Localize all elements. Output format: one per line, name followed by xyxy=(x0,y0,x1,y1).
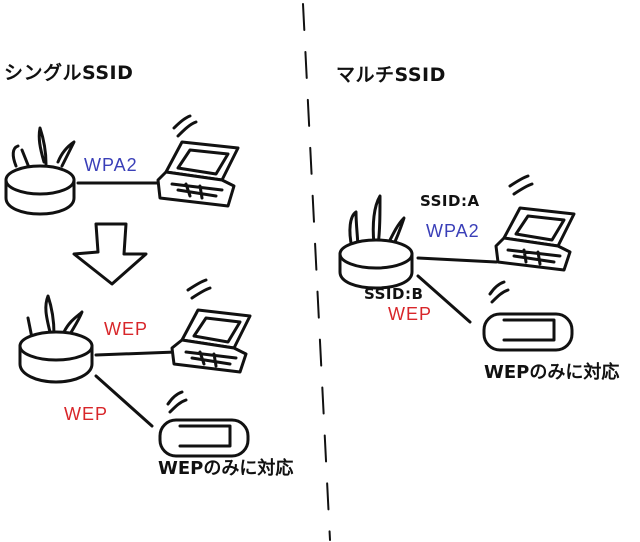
handheld-game-icon xyxy=(484,282,572,350)
router-icon xyxy=(20,296,92,382)
game-device-note: WEPのみに対応 xyxy=(484,364,619,382)
game-device-note: WEPのみに対応 xyxy=(158,460,293,478)
wep-link-label: WEP xyxy=(64,405,108,423)
down-arrow-icon xyxy=(74,224,146,284)
laptop-icon xyxy=(496,176,574,270)
router-icon xyxy=(340,196,412,288)
wep-link-label: WEP xyxy=(388,305,432,323)
laptop-icon xyxy=(158,116,238,206)
panel-divider xyxy=(303,4,330,540)
wpa2-link-label: WPA2 xyxy=(426,222,480,240)
link-line xyxy=(96,352,176,355)
laptop-icon xyxy=(172,280,250,372)
ssid-a-label: SSID:A xyxy=(420,194,480,209)
left-panel-heading: シングルSSID xyxy=(4,64,133,83)
router-icon xyxy=(6,128,74,214)
right-panel-heading: マルチSSID xyxy=(336,66,446,85)
ssid-b-label: SSID:B xyxy=(364,287,423,302)
link-line xyxy=(418,258,496,262)
wpa2-link-label: WPA2 xyxy=(84,156,138,174)
wep-link-label: WEP xyxy=(104,320,148,338)
handheld-game-icon xyxy=(160,392,248,456)
